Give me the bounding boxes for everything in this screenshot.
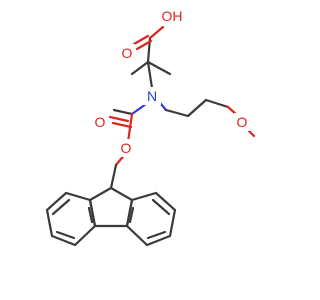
- ring-right-double-2: [146, 230, 167, 240]
- structure-diagram: OH O N O O O: [45, 6, 256, 247]
- bond-c-o-ester: [126, 112, 134, 144]
- label-bg-o4: [234, 113, 250, 131]
- bond-ch2-b: [186, 98, 208, 118]
- bond-n-to-carbonyl: [130, 102, 148, 116]
- atom-o-ether: O: [237, 114, 248, 130]
- bond-co-double-2: [111, 121, 133, 129]
- bond-methyl-right: [146, 60, 172, 76]
- ring-right-double-1: [151, 198, 171, 216]
- bond-c-o-double-2: [135, 39, 153, 51]
- label-bg-o1: [119, 44, 135, 62]
- bond-c9-left: [88, 186, 113, 202]
- atom-o-carboxyl: O: [122, 45, 133, 61]
- label-bg-o3: [119, 139, 135, 157]
- bond-methyl-left: [130, 60, 150, 76]
- label-bg-n: [143, 87, 161, 105]
- atom-n: N: [147, 88, 157, 104]
- ring-left-benzene: [45, 191, 97, 247]
- label-bg-oh: [158, 6, 188, 26]
- bond-c-oh: [148, 25, 165, 40]
- ring-right-benzene: [125, 191, 177, 247]
- bond-ch2-fluorenyl: [109, 163, 118, 190]
- bond-co-double-1: [108, 115, 130, 123]
- atom-o-carbonyl: O: [95, 114, 106, 130]
- atom-oh: OH: [162, 8, 183, 24]
- molecule-canvas: OH O N O O O: [45, 6, 256, 247]
- bond-quat-to-n: [146, 60, 154, 90]
- ring-left-double-2: [55, 230, 76, 240]
- bond-ch2-c: [204, 98, 230, 109]
- bond-c-o-double-1: [132, 34, 150, 46]
- ring-left-double-1: [51, 198, 71, 216]
- atom-o-ester: O: [121, 140, 132, 156]
- bond-carbonyl-c: [112, 108, 134, 116]
- ring-left-double-3: [87, 206, 94, 224]
- label-bg-o2: [93, 113, 109, 131]
- bond-ch2-a: [164, 108, 190, 118]
- bond-c9-right: [109, 186, 134, 202]
- ring-right-double-3: [128, 206, 135, 224]
